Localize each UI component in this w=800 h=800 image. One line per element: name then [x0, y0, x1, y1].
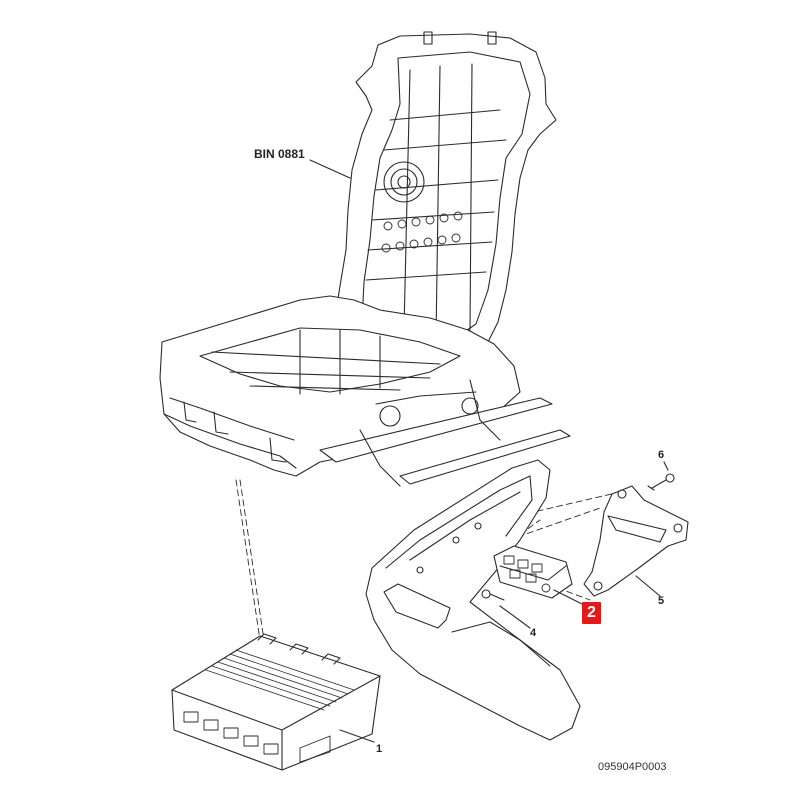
- screw-6: [647, 473, 675, 491]
- callout-4-label: 4: [530, 627, 537, 639]
- part-5-leader: [635, 575, 661, 597]
- control-module: [171, 633, 381, 771]
- screw-4: [481, 589, 505, 601]
- diagram-reference-code: 095904P0003: [598, 761, 667, 773]
- bin-leader-line: [309, 159, 351, 179]
- part-1-leader: [339, 729, 375, 743]
- callout-bin-label: BIN 0881: [254, 147, 305, 161]
- trim-cover: [365, 459, 581, 741]
- part-4-leader: [499, 605, 531, 629]
- callout-6-label: 6: [658, 449, 665, 461]
- part-2-leader: [553, 589, 583, 605]
- callout-5-label: 5: [658, 595, 665, 607]
- part-6-leader: [663, 461, 669, 471]
- seat-switch: [493, 545, 573, 599]
- callout-1-label: 1: [376, 743, 383, 755]
- mounting-bracket: [583, 485, 689, 597]
- seat-frame: [159, 31, 571, 487]
- callout-2-label-highlight: 2: [582, 602, 601, 624]
